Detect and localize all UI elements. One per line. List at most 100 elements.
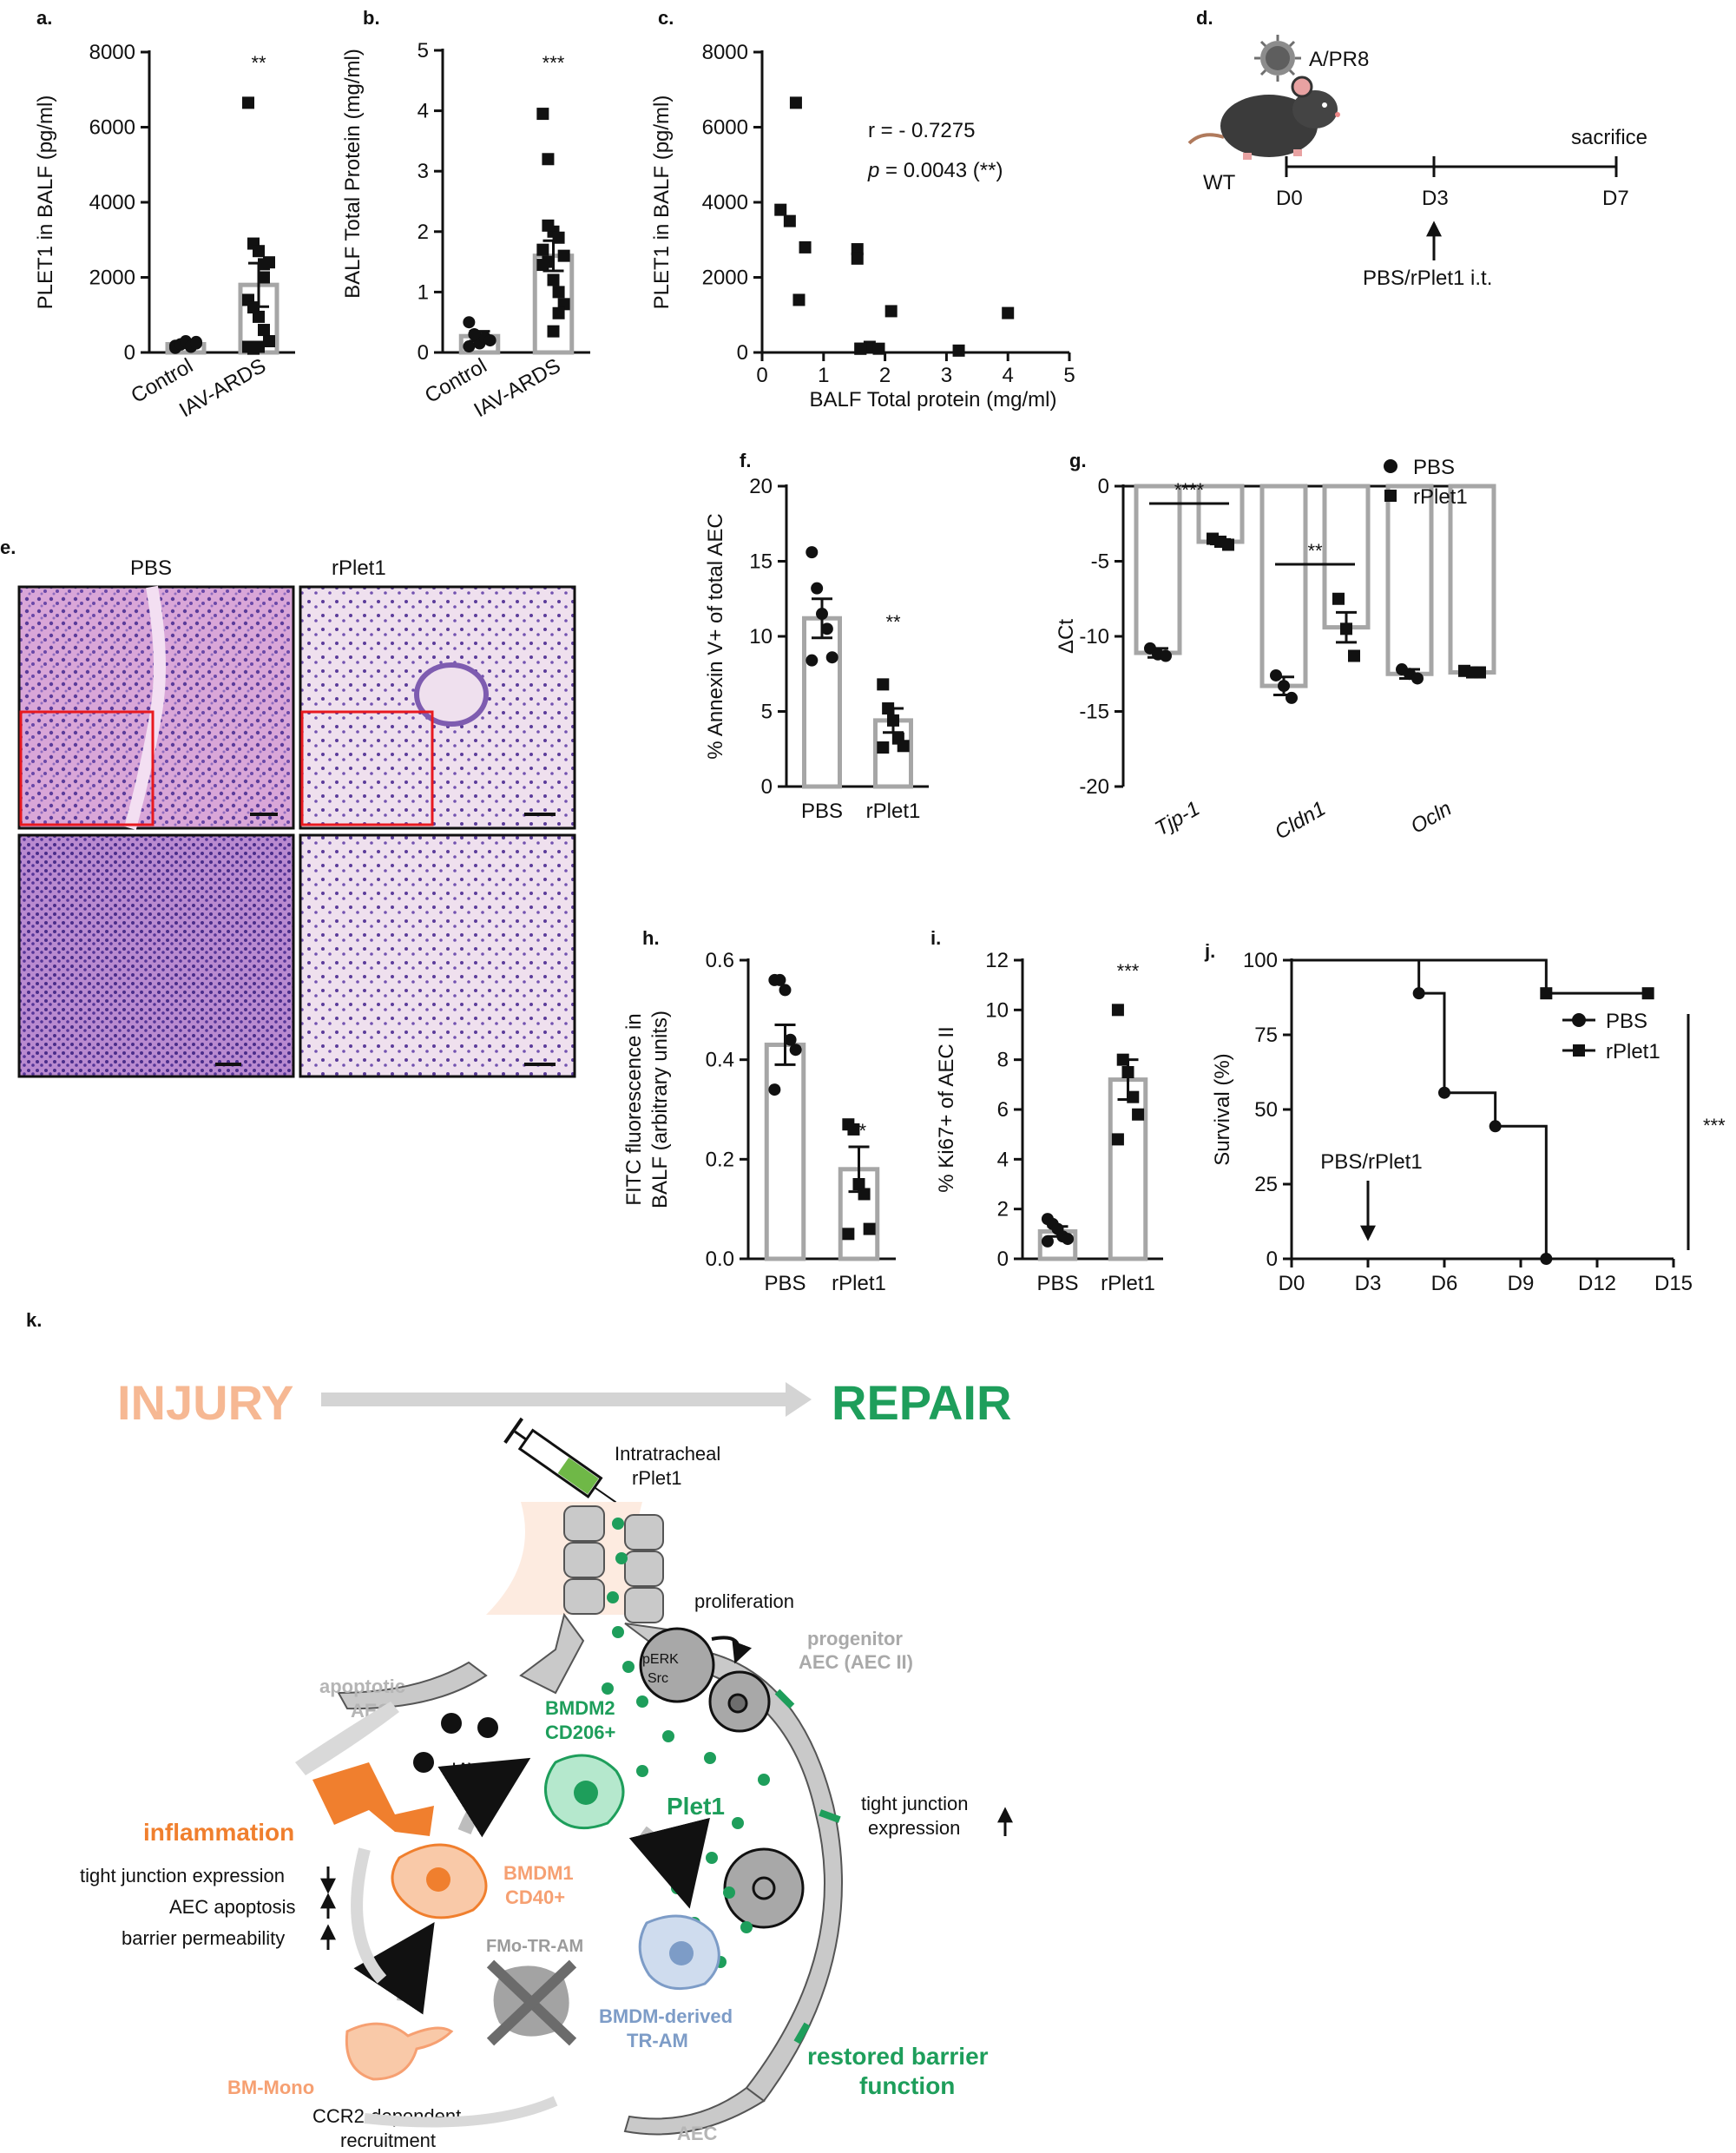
a-data-point xyxy=(258,324,270,337)
b-data-point xyxy=(547,273,560,286)
panel-label-a: a. xyxy=(36,7,52,29)
h-x-tick-label: PBS xyxy=(764,1272,806,1295)
h-data-point xyxy=(784,1033,797,1046)
g-data-point xyxy=(1332,592,1345,605)
i-data-point xyxy=(1116,1053,1129,1066)
c-data-point xyxy=(872,342,885,355)
zoom-box-pbs xyxy=(19,710,155,826)
inflammation-label: inflammation xyxy=(143,1819,294,1846)
h-data-point xyxy=(847,1123,860,1136)
g-y-tick-label: -20 xyxy=(1079,775,1109,799)
h-bar xyxy=(764,1042,806,1261)
j-significance: *** xyxy=(1703,1115,1726,1136)
bm-mono-label: BM-Mono xyxy=(227,2077,314,2098)
a-y-tick-label: 2000 xyxy=(89,267,135,290)
b-data-point xyxy=(557,249,570,262)
i-significance: *** xyxy=(1117,960,1140,982)
b-data-point xyxy=(547,325,560,338)
a-data-point xyxy=(253,310,265,323)
g-data-point xyxy=(1286,691,1298,704)
c-data-point xyxy=(789,96,802,109)
i-data-point xyxy=(1111,1133,1124,1146)
a-data-point xyxy=(247,301,260,314)
j-y-tick-label: 0 xyxy=(1266,1248,1278,1271)
g-bar xyxy=(1259,484,1308,688)
sacrifice-label: sacrifice xyxy=(1571,126,1647,149)
b-data-point xyxy=(536,243,549,256)
i-y-tick-label: 12 xyxy=(985,949,1009,972)
f-data-point xyxy=(820,622,833,635)
g-y-tick-label: -15 xyxy=(1079,701,1109,724)
a-significance: ** xyxy=(251,52,266,74)
bmdm1-label-1: BMDM1 xyxy=(503,1862,574,1884)
j-series-line-pbs xyxy=(1292,958,1548,1259)
f-data-point xyxy=(825,651,838,664)
c-data-point xyxy=(854,342,867,355)
b-data-point xyxy=(463,340,476,353)
virus-icon xyxy=(1254,35,1301,82)
c-x-tick-label: 2 xyxy=(879,364,891,387)
panel-label-d: d. xyxy=(1196,7,1213,29)
zoom-box-rplet1 xyxy=(300,710,434,826)
a-data-point xyxy=(263,335,275,348)
progenitor-label-1: progenitor xyxy=(807,1628,903,1649)
aec-label: AEC xyxy=(677,2123,718,2144)
c-data-point xyxy=(952,344,965,357)
f-significance: ** xyxy=(885,611,901,633)
b-data-point xyxy=(536,259,549,272)
virus-label: A/PR8 xyxy=(1309,48,1369,71)
iav-particles xyxy=(413,1713,498,1773)
panel-label-b: b. xyxy=(363,7,380,29)
h-data-point xyxy=(779,984,792,997)
g-data-point xyxy=(1222,538,1234,551)
g-x-tick-label: Cldn1 xyxy=(1271,797,1330,845)
c-y-axis-label: PLET1 in BALF (pg/ml) xyxy=(650,95,674,310)
b-data-point xyxy=(463,316,476,329)
j-y-axis-label: Survival (%) xyxy=(1211,1053,1234,1165)
g-y-tick-label: -5 xyxy=(1091,550,1109,574)
plet1-label: Plet1 xyxy=(667,1793,725,1820)
h-data-point xyxy=(789,1044,802,1057)
e-label-pbs: PBS xyxy=(130,556,172,580)
h-data-point xyxy=(858,1188,871,1201)
c-y-tick-label: 2000 xyxy=(702,267,748,290)
panel-label-h: h. xyxy=(642,927,660,949)
bmdm2-label-1: BMDM2 xyxy=(545,1697,615,1719)
bmdm-derived-label-1: BMDM-derived xyxy=(599,2005,733,2027)
b-data-point xyxy=(552,306,565,319)
intratracheal-label-2: rPlet1 xyxy=(632,1467,681,1489)
j-data-point xyxy=(1489,1120,1502,1133)
h-significance: ** xyxy=(852,1120,867,1142)
a-y-tick-label: 4000 xyxy=(89,191,135,214)
b-y-tick-label: 1 xyxy=(418,280,429,304)
f-bar xyxy=(802,616,842,789)
b-y-tick-label: 0 xyxy=(418,341,429,365)
cross-icon xyxy=(486,1959,577,2046)
panel-label-g: g. xyxy=(1069,450,1087,471)
f-y-tick-label: 10 xyxy=(749,625,773,649)
c-x-tick-label: 5 xyxy=(1063,364,1075,387)
h-y-tick-label: 0.2 xyxy=(706,1148,734,1171)
micrograph-pbs-high xyxy=(17,833,295,1078)
j-y-tick-label: 75 xyxy=(1254,1024,1278,1047)
f-data-point xyxy=(882,702,895,715)
j-data-point xyxy=(1540,987,1553,1000)
a-data-point xyxy=(190,337,202,350)
micrograph-rplet1-high xyxy=(299,833,576,1078)
g-x-tick-label: Ocln xyxy=(1407,797,1456,839)
plet1-dots xyxy=(602,1518,770,1968)
g-data-point xyxy=(1278,680,1290,693)
b-y-tick-label: 3 xyxy=(418,160,429,183)
ccr2-label-2: recruitment xyxy=(340,2130,436,2151)
j-data-point xyxy=(1412,987,1425,1000)
g-bar xyxy=(1448,484,1496,675)
c-x-tick-label: 4 xyxy=(1003,364,1014,387)
i-y-tick-label: 8 xyxy=(997,1049,1009,1072)
b-y-axis-label: BALF Total Protein (mg/ml) xyxy=(341,49,365,299)
panel-k: INJURY REPAIR Intratracheal rPlet1 xyxy=(80,1375,1013,2151)
panel-d: A/PR8 WT D0 D3 D7 sacrifice PBS/rPlet1 i… xyxy=(1187,35,1647,290)
c-data-point xyxy=(851,243,864,256)
